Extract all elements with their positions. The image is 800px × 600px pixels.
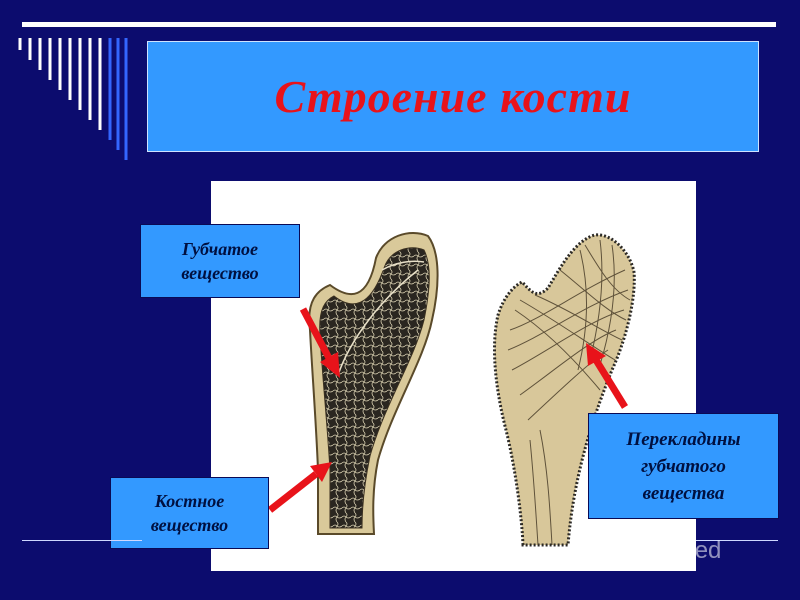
top-divider-line	[22, 22, 776, 27]
title-box: Строение кости	[147, 41, 759, 152]
bone-trabeculae-view	[493, 233, 636, 547]
presentation-chart-icon	[610, 539, 636, 565]
label-trabeculae: Перекладины губчатого вещества	[588, 413, 779, 519]
watermark-text: Shared	[644, 537, 722, 564]
arrow-to-compact	[267, 462, 332, 513]
decorative-stripes	[18, 38, 128, 160]
watermark: Shared	[608, 536, 721, 566]
arrow-to-trabeculae	[586, 343, 628, 409]
label-spongy-substance: Губчатое вещество	[140, 224, 300, 298]
slide-title: Строение кости	[274, 71, 632, 122]
bottom-divider-line-left	[22, 540, 142, 541]
bottom-divider-line-right	[696, 540, 778, 541]
arrow-to-spongy	[299, 307, 340, 378]
label-compact-substance: Костное вещество	[110, 477, 269, 549]
bone-cross-section	[308, 232, 439, 535]
